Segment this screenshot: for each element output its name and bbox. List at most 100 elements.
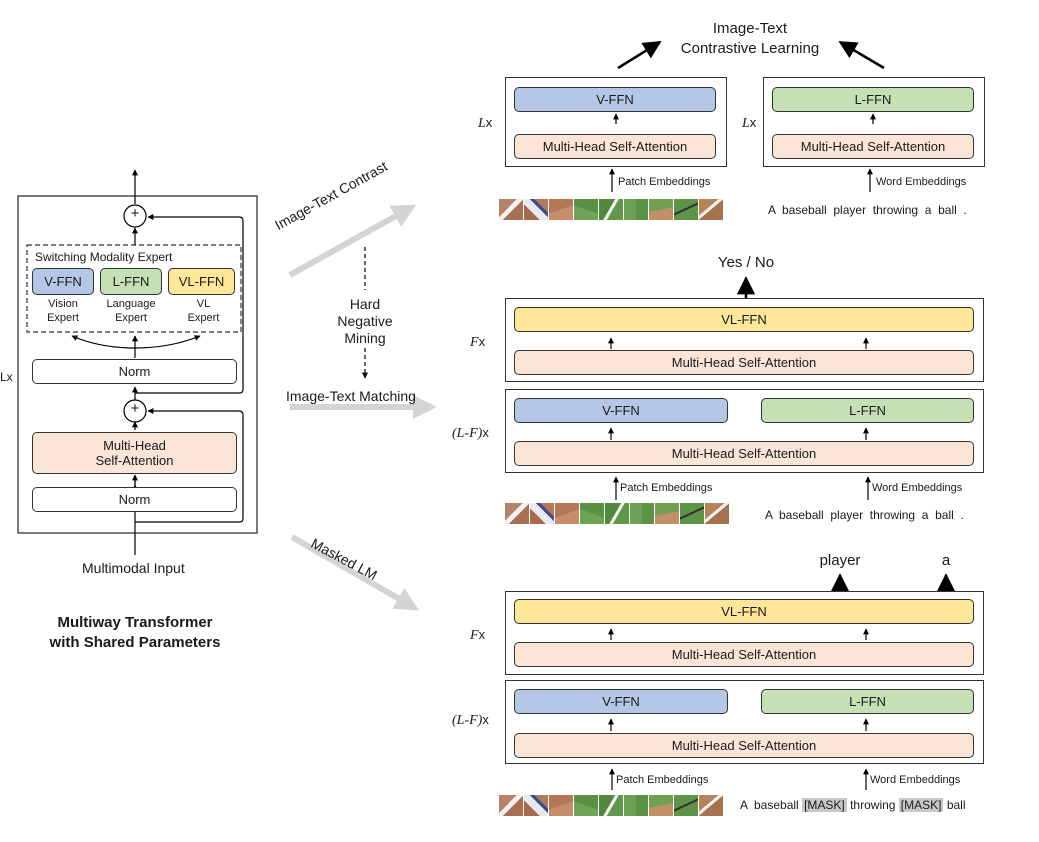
grass-patch-icon: [574, 795, 598, 816]
s3-l-ffn: L-FFN: [761, 689, 974, 714]
repeat-label: Lx: [0, 370, 13, 384]
dirt-patch-icon: [649, 795, 673, 816]
language-tower-frame: [763, 77, 985, 167]
grass-patch-icon: [624, 795, 648, 816]
s1-language-mhsa: Multi-Head Self-Attention: [772, 134, 974, 159]
s1-language-repeat-var: L: [742, 116, 750, 131]
s2-bottom-frame: [505, 389, 984, 473]
mlm-output-player: player: [819, 552, 861, 569]
bat-patch-icon: [699, 199, 723, 220]
s3-top-mhsa: Multi-Head Self-Attention: [514, 642, 974, 667]
contrastive-title-line2: Contrastive Learning: [680, 40, 820, 57]
left-l-ffn-box: L-FFN: [100, 268, 162, 295]
s2-image-patches: [505, 503, 735, 527]
grass-patch-icon: [599, 199, 623, 220]
bat-patch-icon: [680, 503, 704, 524]
left-mhsa-box: Multi-Head Self-Attention: [32, 432, 237, 474]
add-symbol-top: +: [130, 205, 140, 222]
s3-sentence-part-3: throwing: [850, 798, 896, 812]
s3-bottom-mhsa: Multi-Head Self-Attention: [514, 733, 974, 758]
s2-top-repeat: Fx: [470, 334, 485, 351]
grass-patch-icon: [624, 199, 648, 220]
bat-patch-icon: [674, 199, 698, 220]
s2-bottom-mhsa: Multi-Head Self-Attention: [514, 441, 974, 466]
vl-expert-caption-2: Expert: [187, 312, 220, 324]
mask-token-1: [MASK]: [802, 798, 847, 812]
grass-patch-icon: [574, 199, 598, 220]
switching-expert-group: [26, 244, 242, 333]
add-symbol-bottom: +: [130, 400, 140, 417]
s1-vision-repeat-var: L: [478, 116, 486, 131]
multimodal-input-label: Multimodal Input: [82, 560, 185, 576]
field-patch-icon: [549, 199, 573, 220]
left-norm-bottom: Norm: [32, 487, 237, 512]
s3-bottom-repeat: (L-F)x: [452, 712, 489, 729]
s1-image-patches: [499, 199, 729, 223]
s2-top-mhsa: Multi-Head Self-Attention: [514, 350, 974, 375]
route-vl-arrow: [134, 335, 201, 349]
left-v-ffn-box: V-FFN: [32, 268, 94, 295]
mlm-task-arrow: [290, 534, 420, 611]
s1-l-ffn: L-FFN: [772, 87, 974, 112]
s2-top-repeat-var: F: [470, 335, 479, 350]
s2-vl-ffn: VL-FFN: [514, 307, 974, 332]
multiway-block-frame: [17, 195, 258, 534]
s1-language-repeat: Lx: [742, 115, 756, 132]
hard-negative-line2: Negative: [337, 313, 393, 329]
residual-upper: [135, 214, 244, 394]
vision-tower-frame: [505, 77, 727, 167]
grass-patch-icon: [630, 503, 654, 524]
s3-sentence-part-1: A baseball: [740, 798, 799, 812]
add-circle-top: [123, 204, 147, 228]
left-mhsa-line1: Multi-Head: [103, 438, 166, 453]
hard-negative-line1: Hard: [349, 296, 381, 312]
language-expert-caption-1: Language: [106, 298, 156, 310]
field-patch-icon: [549, 795, 573, 816]
grass-patch-icon: [605, 503, 629, 524]
s2-top-frame: [505, 298, 984, 382]
s3-bottom-repeat-x: x: [482, 712, 489, 727]
caption-line-2: with Shared Parameters: [49, 634, 221, 651]
dirt-patch-icon: [655, 503, 679, 524]
field-patch-icon: [555, 503, 579, 524]
pitcher-patch-icon: [524, 199, 548, 220]
contrastive-arrow-right: [838, 40, 885, 70]
s2-bottom-repeat-var: (L-F): [452, 426, 483, 441]
s1-vision-repeat: Lx: [478, 115, 492, 132]
s2-l-ffn: L-FFN: [761, 398, 974, 423]
contrast-task-arrow: [288, 204, 417, 278]
yes-no-output: Yes / No: [717, 254, 775, 271]
s1-sentence: A baseball player throwing a ball .: [768, 203, 967, 217]
s3-v-ffn: V-FFN: [514, 689, 728, 714]
s3-top-repeat-x: x: [478, 627, 486, 642]
s1-v-ffn: V-FFN: [514, 87, 716, 112]
vision-expert-caption-1: Vision: [48, 298, 78, 310]
s2-bottom-repeat: (L-F)x: [452, 425, 489, 442]
s3-word-embeddings: Word Embeddings: [870, 774, 961, 786]
s2-patch-embeddings: Patch Embeddings: [620, 482, 713, 494]
hard-negative-line3: Mining: [344, 330, 386, 346]
pitcher-patch-icon: [524, 795, 548, 816]
s3-sentence-part-5: ball: [946, 798, 966, 812]
s3-bottom-frame: [505, 680, 984, 764]
s1-word-embeddings: Word Embeddings: [876, 176, 967, 188]
pitcher-patch-icon: [530, 503, 554, 524]
s3-top-frame: [505, 591, 984, 675]
grass-patch-icon: [599, 795, 623, 816]
mlm-output-a: a: [941, 552, 951, 569]
language-expert-caption-2: Expert: [115, 312, 147, 324]
s3-image-patches: [499, 795, 729, 819]
s1-patch-embeddings: Patch Embeddings: [618, 176, 711, 188]
residual-lower: [135, 408, 244, 523]
s1-vision-mhsa: Multi-Head Self-Attention: [514, 134, 716, 159]
bat-patch-icon: [705, 503, 729, 524]
s1-vision-repeat-x: x: [485, 115, 493, 130]
image-text-matching-label: Image-Text Matching: [286, 388, 416, 404]
s3-patch-embeddings: Patch Embeddings: [616, 774, 709, 786]
dirt-patch-icon: [649, 199, 673, 220]
caption-line-1: Multiway Transformer: [57, 614, 213, 631]
s3-sentence: A baseball [MASK] throwing [MASK] ball: [740, 798, 966, 812]
grass-patch-icon: [580, 503, 604, 524]
s2-top-repeat-x: x: [478, 334, 486, 349]
